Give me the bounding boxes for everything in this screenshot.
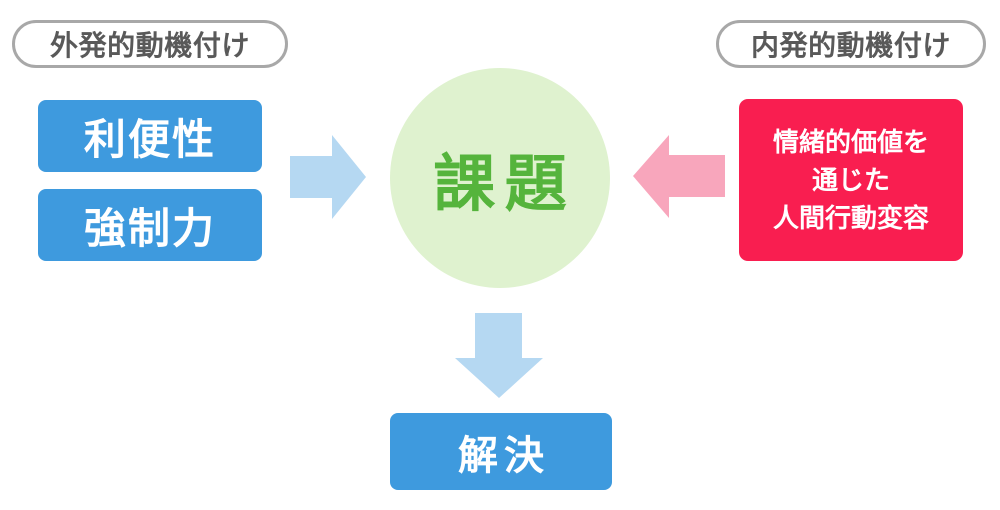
- label-intrinsic-motivation: 内発的動機付け: [716, 20, 986, 68]
- box-coercion: 強制力: [38, 189, 262, 261]
- emotional-value-line1: 情緒的価値を: [772, 127, 929, 157]
- down-arrow-icon: [455, 313, 543, 398]
- right-arrow-icon: [290, 135, 366, 219]
- circle-problem: 課題: [390, 68, 610, 288]
- emotional-value-line2: 通じた: [811, 165, 890, 195]
- emotional-value-line3: 人間行動変容: [772, 203, 929, 233]
- intrinsic-motivation-text: 内発的動機付け: [751, 30, 951, 61]
- left-arrow-icon: [633, 135, 725, 218]
- convenience-text: 利便性: [83, 115, 217, 163]
- coercion-text: 強制力: [83, 204, 217, 252]
- box-solution: 解決: [390, 413, 612, 490]
- label-extrinsic-motivation: 外発的動機付け: [12, 20, 288, 68]
- solution-text: 解決: [458, 433, 550, 478]
- box-convenience: 利便性: [38, 100, 262, 172]
- problem-text: 課題: [433, 150, 576, 219]
- extrinsic-motivation-text: 外発的動機付け: [50, 30, 250, 61]
- box-emotional-value: 情緒的価値を 通じた 人間行動変容: [739, 99, 963, 261]
